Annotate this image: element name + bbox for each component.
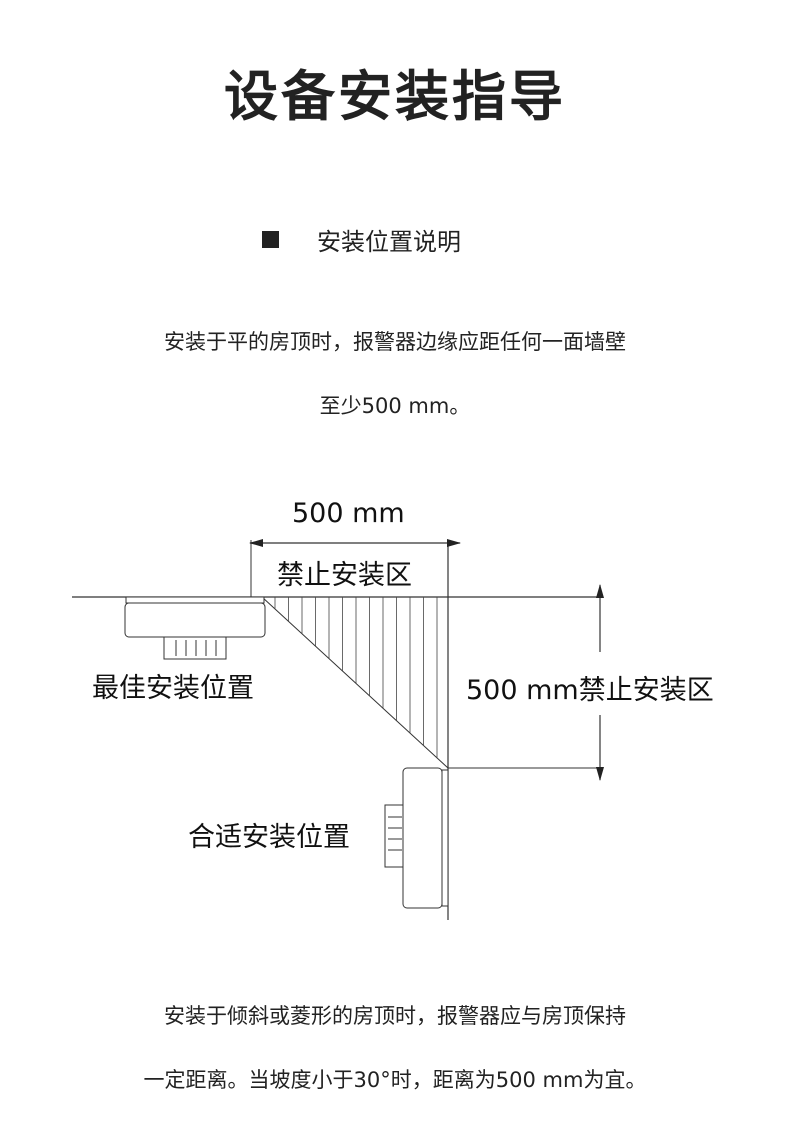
suitable-position-label: 合适安装位置 [188, 822, 350, 853]
footer-line-1: 安装于倾斜或菱形的房顶时，报警器应与房顶保持 [164, 1004, 626, 1028]
ceiling-detector-icon [124, 596, 266, 660]
section-heading: 安装位置说明 [262, 222, 461, 257]
intro-line-1: 安装于平的房顶时，报警器边缘应距任何一面墙壁 [164, 330, 626, 354]
footer-line-2: 一定距离。当坡度小于30°时，距离为500 mm为宜。 [143, 1068, 647, 1092]
top-dimension-label: 500 mm [292, 498, 405, 529]
side-forbidden-zone-label: 500 mm禁止安装区 [466, 675, 714, 706]
square-bullet-icon [262, 231, 279, 248]
page-title: 设备安装指导 [224, 65, 566, 128]
intro-line-2: 至少500 mm。 [319, 394, 471, 418]
forbidden-zone-hatching [274, 597, 438, 758]
top-forbidden-zone-label: 禁止安装区 [277, 560, 412, 591]
wall-detector-icon [384, 767, 449, 909]
best-position-label: 最佳安装位置 [92, 673, 254, 704]
section-heading-text: 安装位置说明 [317, 228, 461, 256]
forbidden-zone-diagonal [261, 596, 449, 769]
